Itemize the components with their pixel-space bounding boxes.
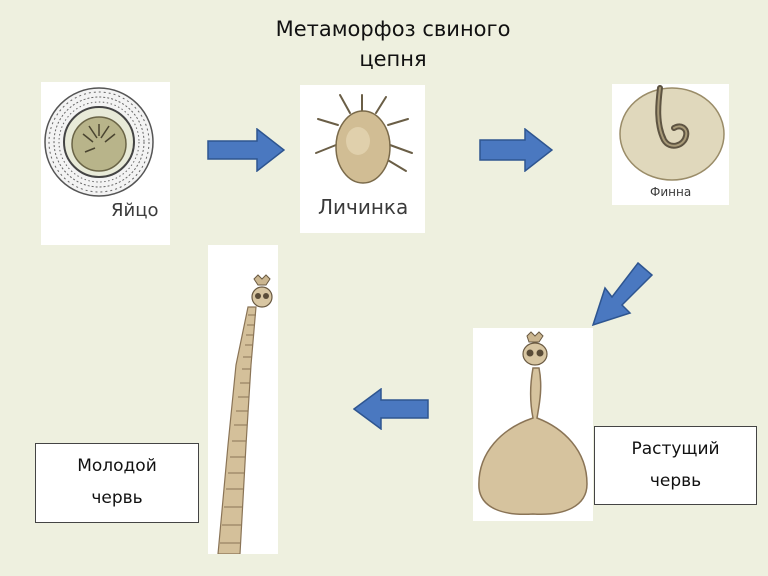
growing-worm-panel (473, 328, 593, 521)
growing-worm-line-1: Растущий (631, 439, 720, 459)
growing-worm-label-box: Растущий червь (594, 426, 757, 505)
finna-panel: Финна (612, 84, 729, 205)
title-line-1: Метаморфоз свиного (275, 17, 511, 41)
arrow-down-left (591, 262, 654, 327)
arrow-right-2 (479, 128, 553, 172)
title-line-2: цепня (359, 47, 427, 71)
larva-illustration (315, 94, 413, 184)
growing-worm-line-2: червь (649, 471, 702, 491)
egg-panel: Яйцо (41, 82, 170, 245)
page-title: Метаморфоз свиного цепня (230, 14, 556, 74)
larva-label: Личинка (318, 195, 409, 219)
finna-label: Финна (650, 185, 692, 199)
young-worm-panel (208, 245, 278, 554)
arrow-left (353, 388, 429, 430)
young-worm-line-2: червь (91, 488, 143, 508)
growing-worm-illustration (478, 331, 588, 516)
young-worm-label-box: Молодой червь (35, 443, 199, 523)
egg-illustration (44, 87, 154, 197)
larva-panel: Личинка (300, 85, 425, 233)
arrow-right-1 (207, 128, 285, 172)
young-worm-illustration (217, 274, 273, 554)
young-worm-line-1: Молодой (77, 456, 157, 476)
finna-illustration (619, 85, 725, 181)
egg-label: Яйцо (111, 200, 159, 221)
